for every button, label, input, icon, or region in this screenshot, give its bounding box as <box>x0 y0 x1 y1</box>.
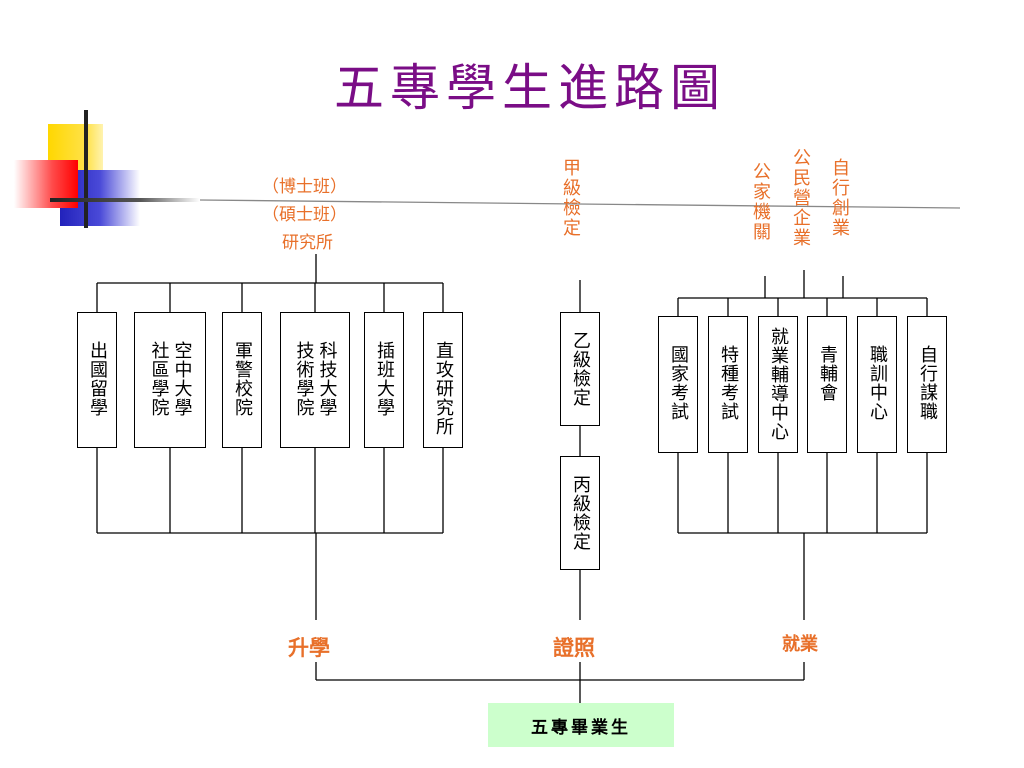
option-text: 丙級檢定 <box>570 475 591 551</box>
option-box-tech-university: 科技大學 技術學院 <box>280 312 350 448</box>
option-text: 插班大學 <box>374 341 395 417</box>
option-text: 國家考試 <box>668 345 689 421</box>
option-text: 特種考試 <box>718 345 739 421</box>
branch-label-further-study: 升學 <box>288 635 330 660</box>
option-box-youth-council: 青輔會 <box>807 316 847 453</box>
option-box-direct-graduate: 直攻研究所 <box>423 312 463 448</box>
option-text: 就業輔導中心 <box>768 327 789 441</box>
option-box-study-abroad: 出國留學 <box>77 312 117 448</box>
option-text: 青輔會 <box>817 345 838 402</box>
level-a-label: 甲級檢定 <box>560 158 581 238</box>
deco-horizontal-bar <box>50 198 200 202</box>
public-agency-label: 公家機關 <box>750 162 771 242</box>
option-box-level-b: 乙級檢定 <box>560 312 600 426</box>
option-box-training-center: 職訓中心 <box>857 316 897 453</box>
deco-vertical-bar <box>84 110 88 228</box>
page-title: 五專學生進路圖 <box>334 59 726 117</box>
option-text: 自行謀職 <box>917 345 938 421</box>
option-box-special-exam: 特種考試 <box>708 316 748 453</box>
option-text: 空中大學 <box>171 341 193 417</box>
option-box-military-police: 軍警校院 <box>222 312 262 448</box>
branch-label-certification: 證照 <box>553 635 595 660</box>
option-text: 技術學院 <box>293 341 315 417</box>
option-box-transfer-university: 插班大學 <box>364 312 404 448</box>
phd-label: （博士班） <box>262 177 347 197</box>
decorative-corner-art <box>0 110 200 230</box>
option-text: 軍警校院 <box>232 341 253 417</box>
option-text: 社區學院 <box>148 341 170 417</box>
option-box-open-university: 空中大學 社區學院 <box>134 312 206 448</box>
root-node: 五專畢業生 <box>488 703 674 747</box>
option-text: 科技大學 <box>316 341 338 417</box>
option-text: 乙級檢定 <box>570 331 591 407</box>
option-text: 職訓中心 <box>867 345 888 421</box>
option-text: 出國留學 <box>87 341 108 417</box>
enterprise-label: 公民營企業 <box>790 148 811 248</box>
option-box-national-exam: 國家考試 <box>658 316 698 453</box>
option-box-job-search: 自行謀職 <box>907 316 947 453</box>
self-employed-label: 自行創業 <box>829 158 850 238</box>
option-box-employment-center: 就業輔導中心 <box>758 316 798 453</box>
option-box-level-c: 丙級檢定 <box>560 456 600 570</box>
masters-label: （碩士班） <box>262 205 347 225</box>
option-text: 直攻研究所 <box>433 341 454 436</box>
institute-label: 研究所 <box>282 233 333 253</box>
branch-label-employment: 就業 <box>782 634 818 655</box>
